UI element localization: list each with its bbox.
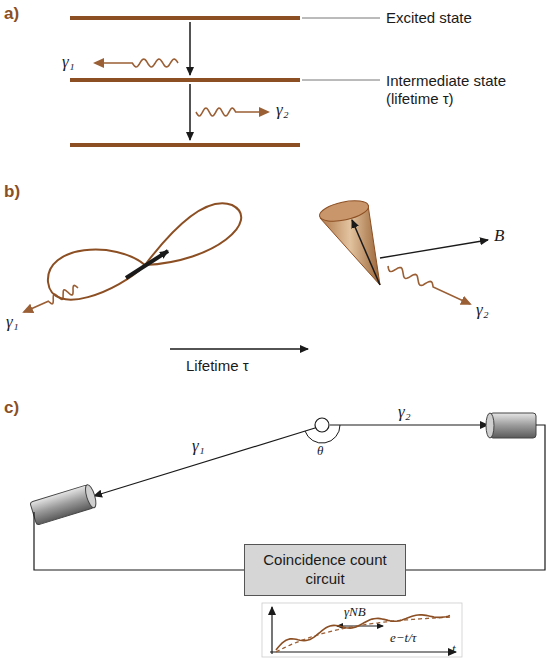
lifetime-arrow	[170, 348, 308, 349]
annotation: B	[494, 226, 504, 246]
panel-letter: a)	[4, 4, 19, 24]
emission-pattern	[48, 203, 241, 299]
photon-arrow	[388, 266, 470, 304]
annotation: γ₁	[192, 436, 205, 456]
photon-arrow	[95, 59, 178, 67]
annotation: e−t/τ	[390, 630, 416, 646]
process-box: Coincidence count circuit	[244, 544, 406, 596]
panel-letter: c)	[4, 398, 19, 418]
annotation: Excited state	[386, 9, 472, 27]
precession-cone	[318, 197, 488, 285]
annotation: Lifetime τ	[186, 357, 249, 375]
annotation: θ	[317, 443, 323, 459]
annotation: γ₂	[476, 300, 489, 320]
annotation: γ₁	[62, 52, 75, 72]
annotation: Intermediate state (lifetime τ)	[386, 72, 551, 108]
annotation: γ₁	[6, 312, 19, 332]
box-label: Coincidence count circuit	[254, 551, 396, 589]
decay-plot	[262, 603, 462, 657]
panel-letter: b)	[4, 182, 20, 202]
annotation: t	[452, 641, 456, 657]
annotation: γ₂	[276, 100, 289, 120]
energy-levels	[70, 16, 380, 147]
annotation: γ₂	[398, 402, 411, 422]
annotation: γNB	[344, 604, 366, 620]
photon-arrow	[196, 108, 268, 116]
